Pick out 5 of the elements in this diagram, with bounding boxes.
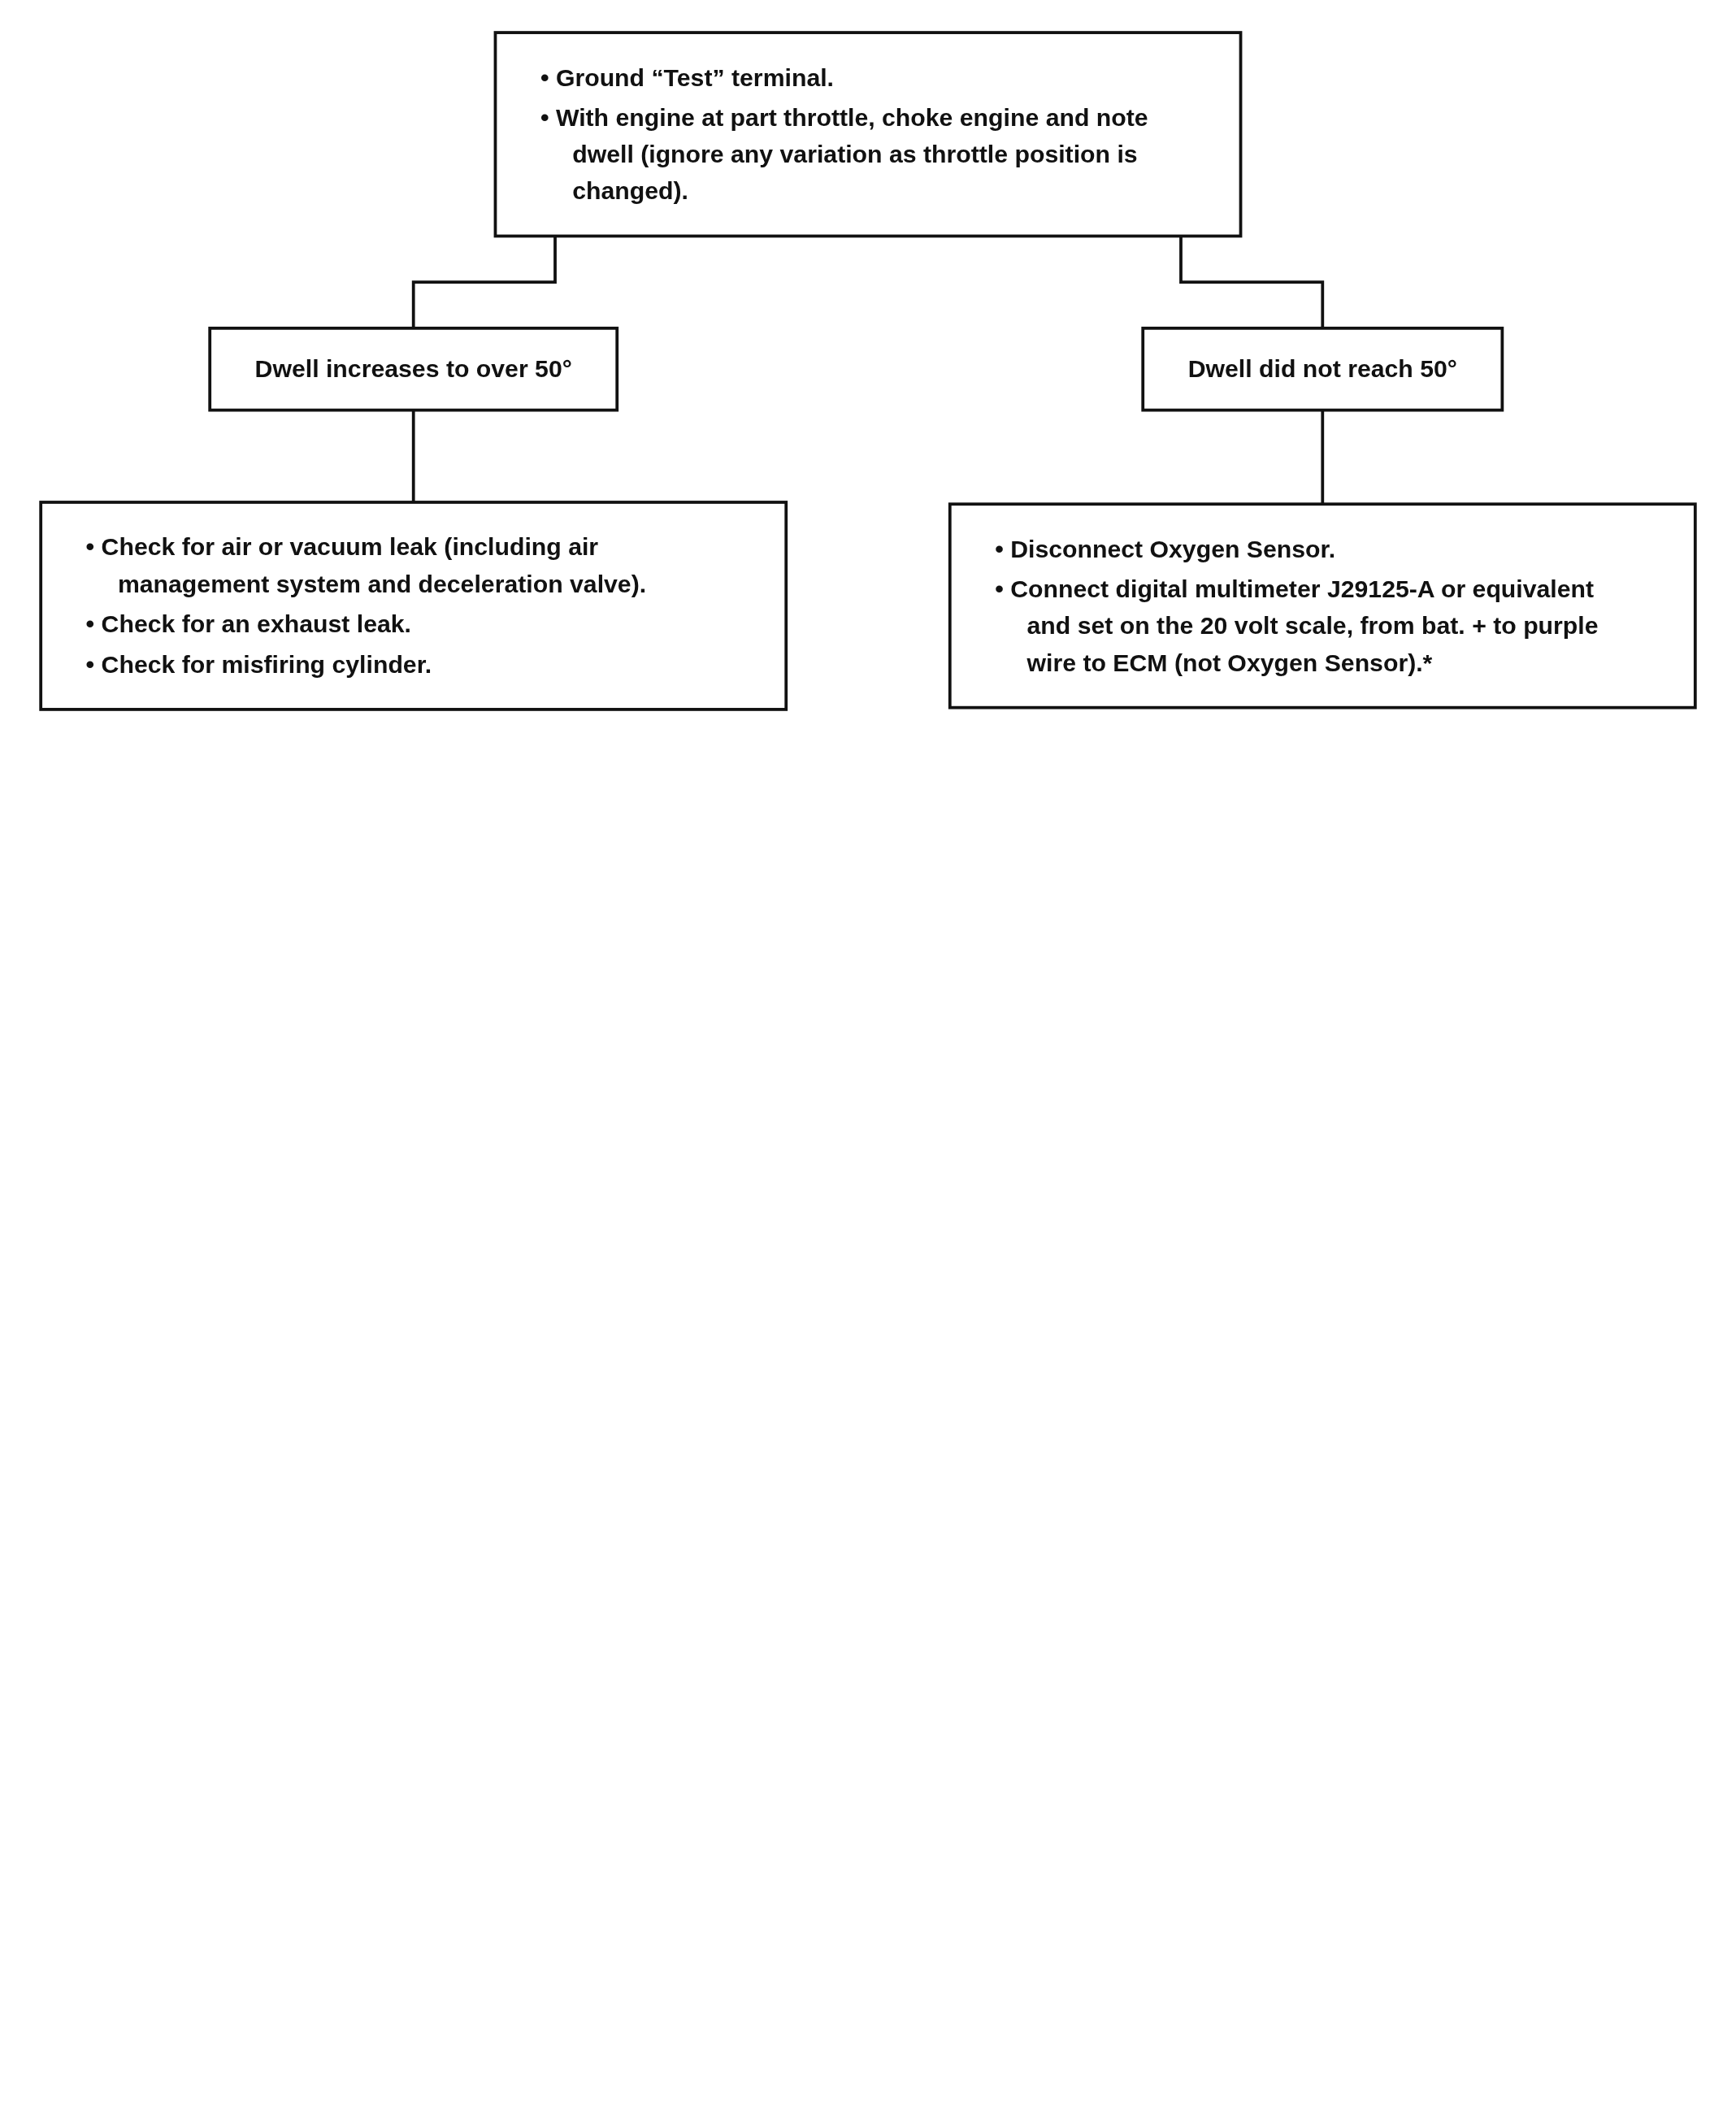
node-box: • Disconnect Oxygen Sensor. • Connect digital multimeter J29125-A or equivalent and set on the 20 volt scale, from bat. + to purple wire to ECM (not Oxygen Sensor).* — [948, 502, 1697, 710]
node-box: Dwell increases to over 50° — [208, 326, 619, 412]
node-box: • Ground “Test” terminal. • With engine at part throttle, choke engine and note dwell (ignore any variation as throttle position is changed). — [493, 31, 1243, 238]
node-box: Dwell did not reach 50° — [1141, 326, 1504, 412]
node-box: • Check for air or vacuum leak (including air management system and deceleration valve). • Check for an exhaust leak. • Check for misfiring cylinder. — [39, 501, 788, 711]
